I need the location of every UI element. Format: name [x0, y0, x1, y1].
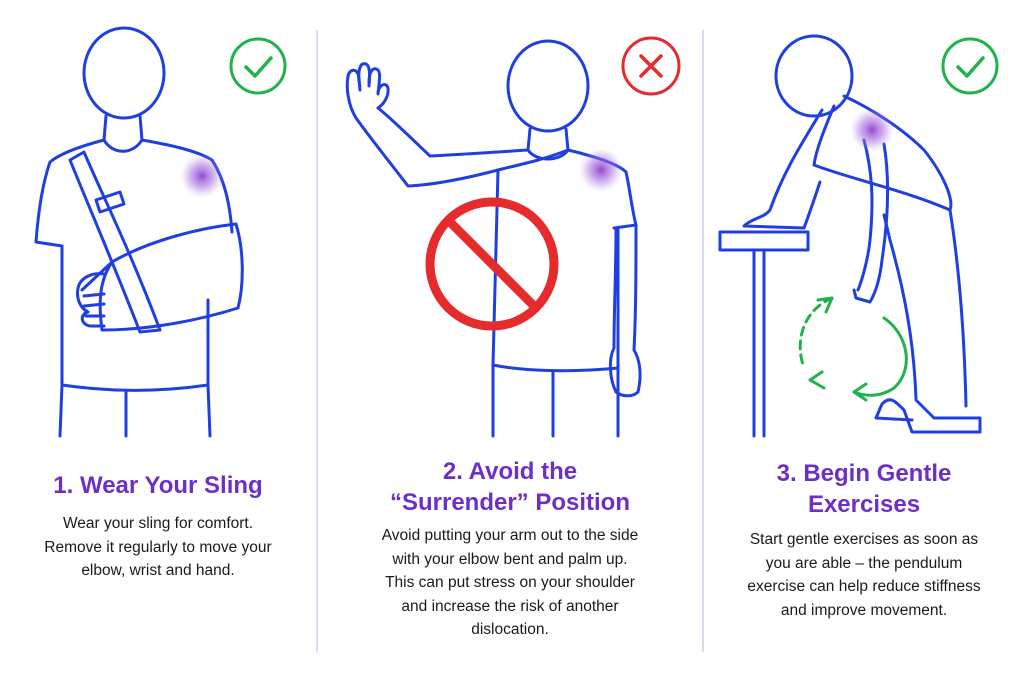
table-top — [718, 230, 810, 252]
panel-gentle-exercises: 3. Begin Gentle Exercises Start gentle e… — [704, 0, 1024, 683]
panel-description: Wear your sling for comfort. Remove it r… — [44, 515, 272, 579]
check-icon — [229, 37, 287, 95]
panel-divider — [316, 30, 318, 652]
shoulder-pain-glow — [579, 148, 623, 192]
panel-title: 2. Avoid the “Surrender” Position — [389, 458, 631, 516]
head-outline — [82, 26, 166, 120]
surrender-figure-illustration — [345, 39, 642, 438]
head-outline — [506, 39, 590, 133]
panel-title: 3. Begin Gentle Exercises — [776, 460, 952, 518]
panel-title: 1. Wear Your Sling — [53, 472, 263, 499]
sling-buckle — [94, 190, 126, 214]
panel-avoid-surrender: 2. Avoid the “Surrender” Position Avoid … — [318, 0, 702, 683]
pendulum-arrows — [798, 296, 908, 402]
shoulder-pain-glow — [850, 108, 894, 152]
sling-figure-illustration — [34, 26, 244, 438]
check-icon — [941, 37, 999, 95]
shoulder-pain-glow — [180, 154, 224, 198]
panel-wear-sling: 1. Wear Your Sling Wear your sling for c… — [0, 0, 316, 683]
panel-divider — [702, 30, 704, 652]
cross-icon — [621, 36, 681, 96]
head-outline — [774, 34, 854, 118]
pendulum-figure-illustration — [718, 34, 982, 438]
prohibition-icon — [425, 197, 559, 331]
panel-description: Avoid putting your arm out to the side w… — [381, 527, 639, 638]
panel-description: Start gentle exercises as soon as you ar… — [747, 531, 981, 619]
